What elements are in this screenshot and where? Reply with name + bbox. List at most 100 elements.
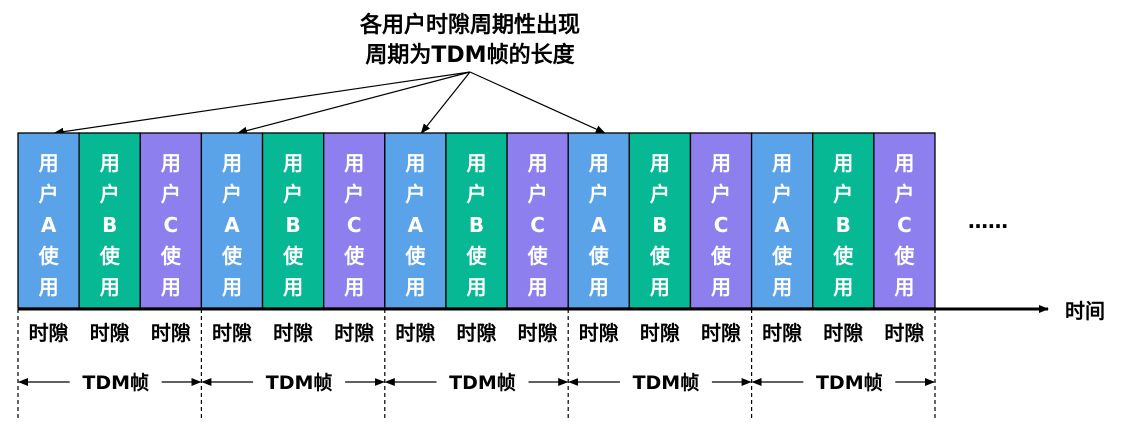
slot-text: C: [714, 213, 729, 237]
slot-text: A: [224, 213, 240, 237]
period-arrow: [469, 71, 606, 134]
slot-text: 户: [222, 182, 242, 206]
slot-text: 户: [528, 182, 548, 206]
slot-user-a: [200, 132, 264, 309]
slot-label: 时隙: [273, 321, 313, 345]
slot-text: 用: [894, 151, 914, 175]
slot-text: 用: [833, 151, 853, 175]
slot-user-c: [139, 132, 203, 309]
slot-text: 用: [283, 275, 303, 299]
slot-label: 时隙: [884, 321, 924, 345]
slot-text: 户: [161, 182, 181, 206]
slot-label: 时隙: [457, 321, 497, 345]
frame-label: TDM帧: [816, 371, 883, 394]
slot-text: 使: [38, 244, 60, 268]
slot-text: 户: [772, 182, 792, 206]
slot-user-c: [689, 132, 753, 309]
slot-text: 使: [771, 244, 793, 268]
slot-user-c: [323, 132, 386, 309]
slot-text: 用: [222, 275, 242, 299]
frame-label: TDM帧: [266, 371, 333, 394]
axis-label: 时间: [1065, 299, 1105, 323]
slot-text: 使: [649, 244, 671, 268]
ellipsis: ……: [968, 209, 1008, 233]
slot-text: 用: [405, 275, 425, 299]
slot-text: 用: [772, 151, 792, 175]
slot-label: 时隙: [762, 321, 802, 345]
slot-text: 使: [466, 244, 488, 268]
slot-text: C: [347, 213, 362, 237]
slot-text: 用: [711, 275, 731, 299]
slot-user-b: [812, 132, 875, 309]
slot-text: 用: [772, 275, 792, 299]
slot-text: 用: [528, 275, 548, 299]
frame-label: TDM帧: [82, 371, 149, 394]
slot-text: C: [163, 213, 178, 237]
slot-text: 户: [405, 182, 425, 206]
slot-label: 时隙: [640, 321, 680, 345]
slot-text: B: [102, 213, 117, 237]
slot-text: 使: [588, 244, 610, 268]
slot-text: 使: [527, 244, 549, 268]
slot-text: 用: [589, 151, 609, 175]
slot-text: 户: [833, 182, 853, 206]
slot-user-b: [445, 132, 508, 309]
slot-text: B: [285, 213, 300, 237]
slot-row: 用户A使用用户B使用用户C使用用户A使用用户B使用用户C使用用户A使用用户B使用…: [17, 132, 936, 309]
slot-text: A: [408, 213, 424, 237]
slot-text: 户: [283, 182, 303, 206]
slot-text: 用: [161, 151, 181, 175]
slot-text: 用: [283, 151, 303, 175]
slot-user-c: [873, 132, 936, 309]
slot-text: 用: [833, 275, 853, 299]
slot-text: 户: [344, 182, 364, 206]
slot-text: 用: [344, 151, 364, 175]
slot-text: 户: [39, 182, 59, 206]
slot-text: B: [652, 213, 667, 237]
slot-text: 使: [99, 244, 121, 268]
frame-label: TDM帧: [449, 371, 516, 394]
slot-label: 时隙: [29, 321, 69, 345]
slot-text: 用: [222, 151, 242, 175]
slot-label: 时隙: [823, 321, 863, 345]
slot-text: 用: [650, 275, 670, 299]
slot-text: 用: [39, 151, 59, 175]
slot-text: 使: [343, 244, 365, 268]
slot-text: 户: [100, 182, 120, 206]
slot-text: 用: [589, 275, 609, 299]
slot-text: 使: [832, 244, 854, 268]
slot-text: 使: [221, 244, 243, 268]
slot-text: 使: [160, 244, 182, 268]
frame-label: TDM帧: [633, 371, 700, 394]
slot-text: 用: [405, 151, 425, 175]
slot-text: 用: [650, 151, 670, 175]
slot-text: B: [836, 213, 851, 237]
title-line-2: 周期为TDM帧的长度: [365, 42, 575, 68]
slot-text: 用: [161, 275, 181, 299]
slot-text: 用: [528, 151, 548, 175]
slot-text: 使: [893, 244, 915, 268]
slot-text: 户: [650, 182, 670, 206]
period-arrow: [53, 71, 471, 136]
slot-text: 用: [711, 151, 731, 175]
slot-text: C: [530, 213, 545, 237]
slot-text: 用: [39, 275, 59, 299]
slot-text: A: [41, 213, 57, 237]
slot-label: 时隙: [212, 321, 252, 345]
slot-text: 户: [467, 182, 487, 206]
slot-text: 用: [894, 275, 914, 299]
slot-text: C: [897, 213, 912, 237]
slot-text: 使: [282, 244, 304, 268]
slot-label: 时隙: [701, 321, 741, 345]
title-line-1: 各用户时隙周期性出现: [359, 12, 580, 38]
slot-label: 时隙: [334, 321, 374, 345]
slot-label: 时隙: [90, 321, 130, 345]
period-arrow: [236, 71, 471, 135]
period-arrows: [53, 71, 606, 136]
slot-user-a: [567, 132, 630, 309]
slot-text: 用: [467, 151, 487, 175]
slot-user-b: [78, 132, 141, 309]
slot-text: 使: [710, 244, 732, 268]
slot-text: 户: [894, 182, 914, 206]
